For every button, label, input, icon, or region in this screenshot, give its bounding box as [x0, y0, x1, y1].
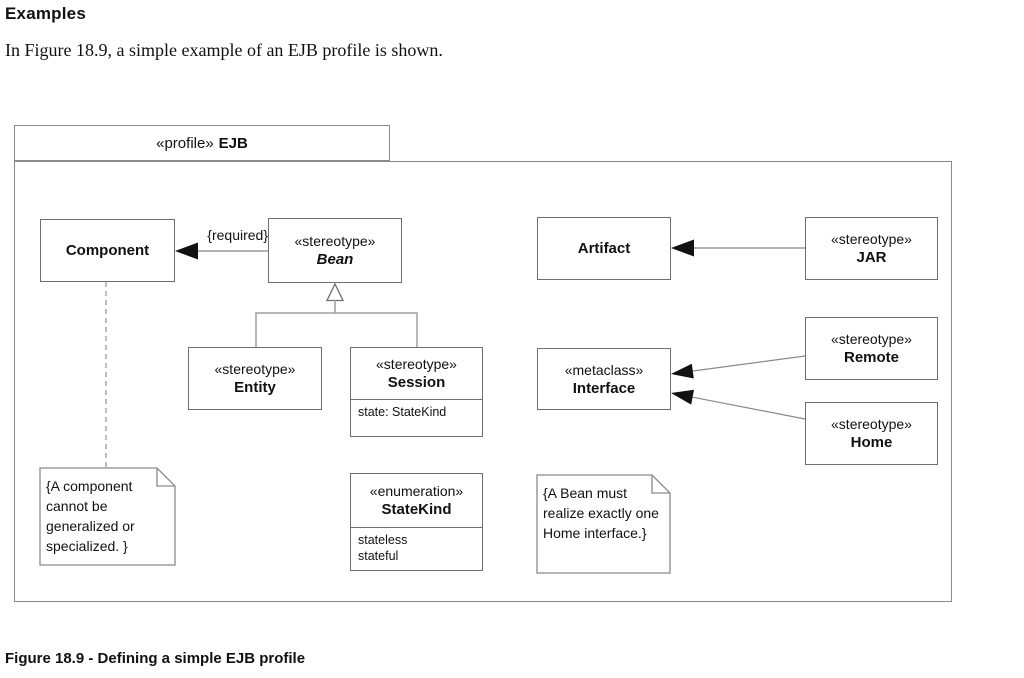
package-name: EJB: [218, 134, 248, 152]
package-body: [14, 161, 952, 602]
intro-paragraph: In Figure 18.9, a simple example of an E…: [5, 40, 443, 60]
class-name: Artifact: [577, 240, 631, 257]
class-name: Component: [65, 242, 150, 259]
class-artifact: Artifact: [537, 217, 671, 280]
enumeration-name: StateKind: [381, 501, 452, 518]
class-component: Component: [40, 219, 175, 282]
stereotype-name: JAR: [856, 249, 887, 266]
metaclass-keyword: «metaclass»: [564, 361, 644, 378]
stereotype-keyword: «stereotype»: [831, 416, 912, 432]
attribute-state: state: StateKind: [358, 405, 447, 419]
stereotype-keyword: «stereotype»: [376, 356, 457, 372]
stereotype-session: «stereotype» Session state: StateKind: [350, 347, 483, 437]
required-constraint-label: {required}: [207, 227, 268, 243]
component-note-text: {A component cannot be generalized or sp…: [46, 478, 139, 554]
section-heading: Examples: [5, 4, 86, 23]
literal-compartment: stateless stateful: [351, 527, 482, 566]
package-tab: «profile» EJB: [14, 125, 390, 161]
figure-caption: Figure 18.9 - Defining a simple EJB prof…: [5, 650, 306, 667]
stereotype-home: «stereotype» Home: [805, 402, 938, 465]
attribute-compartment: state: StateKind: [351, 399, 482, 422]
bean-note-text: {A Bean must realize exactly one Home in…: [543, 485, 667, 541]
metaclass-name: Interface: [572, 379, 636, 397]
stereotype-name: Session: [387, 374, 446, 391]
stereotype-keyword: «stereotype»: [831, 331, 912, 347]
package-keyword: «profile»: [156, 134, 214, 152]
stereotype-name: Entity: [234, 379, 276, 396]
enum-literal: stateless: [358, 533, 408, 547]
stereotype-name: Remote: [843, 349, 899, 366]
enum-literal: stateful: [358, 549, 399, 563]
enumeration-keyword: «enumeration»: [369, 483, 464, 499]
stereotype-name: Bean: [316, 251, 354, 268]
stereotype-entity: «stereotype» Entity: [188, 347, 322, 410]
stereotype-keyword: «stereotype»: [294, 233, 376, 249]
stereotype-keyword: «stereotype»: [831, 231, 912, 247]
enumeration-statekind: «enumeration» StateKind stateless statef…: [350, 473, 483, 571]
stereotype-jar: «stereotype» JAR: [805, 217, 938, 280]
metaclass-interface: «metaclass» Interface: [537, 348, 671, 410]
stereotype-bean: «stereotype» Bean: [268, 218, 402, 283]
stereotype-remote: «stereotype» Remote: [805, 317, 938, 380]
stereotype-keyword: «stereotype»: [214, 361, 296, 377]
stereotype-name: Home: [850, 434, 893, 451]
